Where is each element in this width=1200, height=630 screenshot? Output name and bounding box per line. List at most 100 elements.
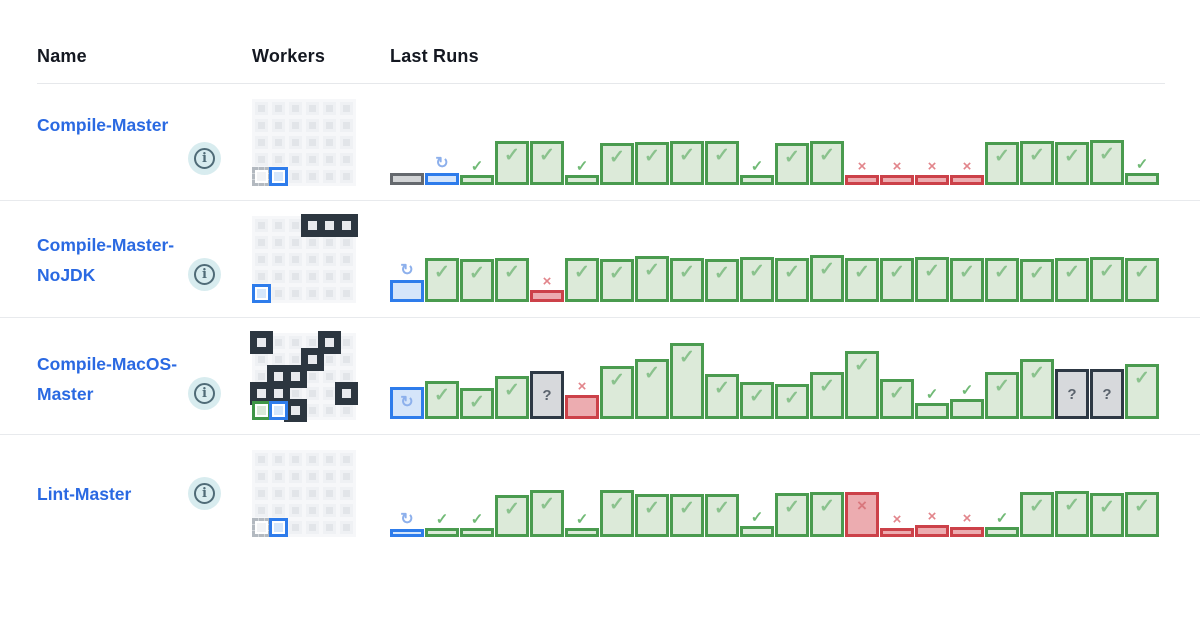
run-bar-success[interactable]: ✓ (565, 159, 599, 185)
worker-cell-idle[interactable] (289, 335, 302, 349)
run-bar-executing[interactable]: ↻ (425, 156, 459, 185)
worker-cell-idle[interactable] (255, 352, 268, 366)
run-bar-failure[interactable]: × (845, 492, 879, 537)
worker-cell-idle[interactable] (323, 369, 336, 383)
worker-cell-dark-busy[interactable] (252, 332, 271, 352)
worker-cell-idle[interactable] (340, 504, 353, 517)
run-bar-success[interactable]: ✓ (1125, 258, 1159, 302)
run-bar-success[interactable]: ✓ (1125, 364, 1159, 419)
worker-cell-idle[interactable] (323, 152, 336, 166)
worker-cell-idle[interactable] (306, 252, 319, 266)
run-bar-unknown[interactable]: ? (1090, 369, 1124, 419)
worker-cell-idle[interactable] (306, 335, 319, 349)
worker-cell-idle[interactable] (306, 118, 319, 132)
run-bar-success[interactable]: ✓ (670, 141, 704, 185)
run-bar-success[interactable]: ✓ (460, 259, 494, 302)
worker-cell-dark-busy[interactable] (303, 215, 322, 235)
worker-cell-dark-busy[interactable] (320, 332, 339, 352)
worker-cell-idle[interactable] (289, 504, 302, 517)
worker-cell-idle[interactable] (340, 352, 353, 366)
worker-cell-idle[interactable] (306, 487, 319, 500)
run-bar-success[interactable]: ✓ (950, 383, 984, 419)
worker-cell-idle[interactable] (306, 135, 319, 149)
worker-cell-idle[interactable] (255, 470, 268, 483)
run-bar-executing[interactable]: ↻ (390, 512, 424, 537)
worker-cell-idle[interactable] (323, 470, 336, 483)
run-bar-success[interactable]: ✓ (670, 258, 704, 302)
run-bar-success[interactable]: ✓ (1020, 141, 1054, 185)
worker-cell-idle[interactable] (306, 470, 319, 483)
run-bar-success[interactable]: ✓ (460, 512, 494, 537)
worker-cell-idle[interactable] (323, 169, 336, 183)
run-bar-success[interactable]: ✓ (635, 142, 669, 185)
worker-cell-idle[interactable] (306, 403, 319, 417)
run-bar-success[interactable]: ✓ (1125, 157, 1159, 185)
worker-cell-executing-blue[interactable] (269, 518, 288, 537)
run-bar-success[interactable]: ✓ (425, 258, 459, 302)
worker-cell-idle[interactable] (289, 252, 302, 266)
worker-cell-idle[interactable] (323, 403, 336, 417)
pipeline-name-link[interactable]: Lint-Master (37, 484, 132, 504)
worker-cell-idle[interactable] (323, 286, 336, 300)
worker-cell-dark-busy[interactable] (303, 349, 322, 369)
run-bar-success[interactable]: ✓ (460, 159, 494, 185)
worker-cell-idle[interactable] (272, 252, 285, 266)
run-bar-failure[interactable]: × (530, 274, 564, 302)
worker-cell-idle[interactable] (323, 135, 336, 149)
run-bar-success[interactable]: ✓ (985, 258, 1019, 302)
run-bar-success[interactable]: ✓ (600, 366, 634, 419)
worker-cell-idle[interactable] (289, 352, 302, 366)
worker-cell-idle[interactable] (323, 453, 336, 466)
run-bar-unknown[interactable]: ? (1055, 369, 1089, 419)
worker-cell-idle[interactable] (272, 101, 285, 115)
worker-cell-idle[interactable] (289, 269, 302, 283)
run-bar-success[interactable]: ✓ (600, 490, 634, 537)
worker-cell-idle[interactable] (255, 235, 268, 249)
worker-cell-dark-busy[interactable] (320, 215, 339, 235)
worker-cell-idle[interactable] (306, 286, 319, 300)
worker-cell-idle[interactable] (340, 135, 353, 149)
run-bar-success[interactable]: ✓ (775, 258, 809, 302)
worker-cell-idle[interactable] (306, 169, 319, 183)
run-bar-unknown[interactable]: ? (530, 371, 564, 419)
worker-cell-idle[interactable] (323, 118, 336, 132)
worker-cell-idle[interactable] (340, 453, 353, 466)
run-bar-success[interactable]: ✓ (775, 493, 809, 537)
run-bar-success[interactable]: ✓ (810, 255, 844, 302)
worker-cell-dark-busy[interactable] (269, 366, 288, 386)
run-bar-failure[interactable]: × (880, 159, 914, 185)
worker-cell-idle[interactable] (255, 101, 268, 115)
run-bar-success[interactable]: ✓ (845, 351, 879, 419)
worker-cell-dark-busy[interactable] (269, 383, 288, 403)
worker-cell-idle[interactable] (289, 135, 302, 149)
worker-cell-idle[interactable] (340, 487, 353, 500)
run-bar-executing[interactable]: ↻ (390, 387, 424, 419)
worker-cell-idle[interactable] (340, 152, 353, 166)
worker-cell-idle[interactable] (272, 487, 285, 500)
run-bar-success[interactable]: ✓ (495, 141, 529, 185)
run-bar-success[interactable]: ✓ (425, 512, 459, 537)
worker-cell-idle[interactable] (272, 218, 285, 232)
run-bar-success[interactable]: ✓ (1055, 142, 1089, 185)
worker-cell-idle[interactable] (323, 487, 336, 500)
worker-cell-idle[interactable] (255, 369, 268, 383)
worker-cell-idle[interactable] (272, 269, 285, 283)
worker-cell-idle[interactable] (340, 235, 353, 249)
worker-cell-idle[interactable] (272, 352, 285, 366)
run-bar-success[interactable]: ✓ (705, 494, 739, 537)
run-bar-success[interactable]: ✓ (740, 382, 774, 419)
run-bar-success[interactable]: ✓ (740, 510, 774, 537)
worker-cell-idle[interactable] (340, 252, 353, 266)
run-bar-success[interactable]: ✓ (705, 374, 739, 419)
run-bar-success[interactable]: ✓ (425, 381, 459, 419)
worker-cell-executing-blue[interactable] (269, 166, 288, 186)
worker-cell-idle[interactable] (340, 118, 353, 132)
worker-cell-idle[interactable] (255, 218, 268, 232)
run-bar-success[interactable]: ✓ (1020, 492, 1054, 537)
run-bar-success[interactable]: ✓ (565, 512, 599, 537)
run-bar-success[interactable]: ✓ (1055, 491, 1089, 537)
worker-cell-idle[interactable] (306, 152, 319, 166)
worker-cell-idle[interactable] (289, 101, 302, 115)
worker-cell-idle[interactable] (306, 101, 319, 115)
worker-cell-idle[interactable] (323, 352, 336, 366)
